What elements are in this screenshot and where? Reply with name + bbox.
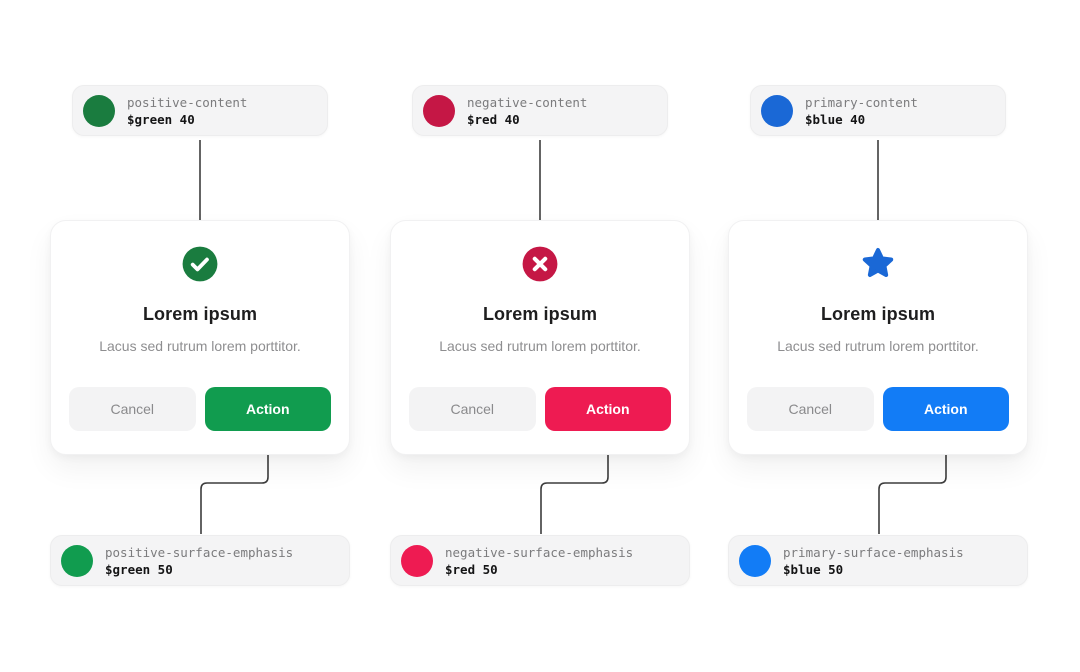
action-button[interactable]: Action [204,387,331,431]
token-name: negative-content [467,94,588,110]
token-name: negative-surface-emphasis [445,544,634,560]
token-chip-negative-surface-emphasis: negative-surface-emphasis $red 50 [390,535,690,586]
action-button[interactable]: Action [882,387,1009,431]
token-swatch [401,544,433,577]
x-circle-icon [522,246,558,282]
token-chip-positive-content: positive-content $green 40 [72,85,328,136]
dialog-card-primary: Lorem ipsum Lacus sed rutrum lorem portt… [728,220,1028,455]
dialog-button-row: Cancel Action [69,387,331,431]
cancel-button[interactable]: Cancel [69,387,196,431]
token-value: $green 40 [127,111,195,127]
token-chip-positive-surface-emphasis: positive-surface-emphasis $green 50 [50,535,350,586]
action-button[interactable]: Action [544,387,671,431]
token-name: positive-content [127,94,248,110]
star-icon [862,248,894,277]
token-swatch [739,544,771,577]
token-name: primary-surface-emphasis [783,544,964,560]
dialog-button-row: Cancel Action [747,387,1009,431]
dialog-card-negative: Lorem ipsum Lacus sed rutrum lorem portt… [390,220,690,455]
token-chip-primary-content: primary-content $blue 40 [750,85,1006,136]
token-value: $red 50 [445,561,498,577]
dialog-title: Lorem ipsum [142,304,258,324]
token-swatch [761,94,793,127]
dialog-title: Lorem ipsum [482,304,598,324]
dialog-subtitle: Lacus sed rutrum lorem porttitor. [99,338,301,354]
dialog-subtitle: Lacus sed rutrum lorem porttitor. [439,338,641,354]
token-name: primary-content [805,94,918,110]
dialog-card-positive: Lorem ipsum Lacus sed rutrum lorem portt… [50,220,350,455]
column-negative: negative-content $red 40 Lorem ipsum Lac… [390,0,690,672]
token-value: $blue 40 [805,111,866,127]
token-name: positive-surface-emphasis [105,544,294,560]
token-chip-negative-content: negative-content $red 40 [412,85,668,136]
cancel-button[interactable]: Cancel [409,387,536,431]
token-value: $blue 50 [783,561,844,577]
dialog-button-row: Cancel Action [409,387,671,431]
dialog-title: Lorem ipsum [820,304,936,324]
token-value: $red 40 [467,111,520,127]
token-swatch [83,94,115,127]
token-chip-primary-surface-emphasis: primary-surface-emphasis $blue 50 [728,535,1028,586]
token-swatch [61,544,93,577]
dialog-subtitle: Lacus sed rutrum lorem porttitor. [777,338,979,354]
column-positive: positive-content $green 40 Lorem ipsum L… [50,0,350,672]
token-swatch [423,94,455,127]
column-primary: primary-content $blue 40 Lorem ipsum Lac… [728,0,1028,672]
cancel-button[interactable]: Cancel [747,387,874,431]
token-value: $green 50 [105,561,173,577]
check-circle-icon [182,246,218,282]
